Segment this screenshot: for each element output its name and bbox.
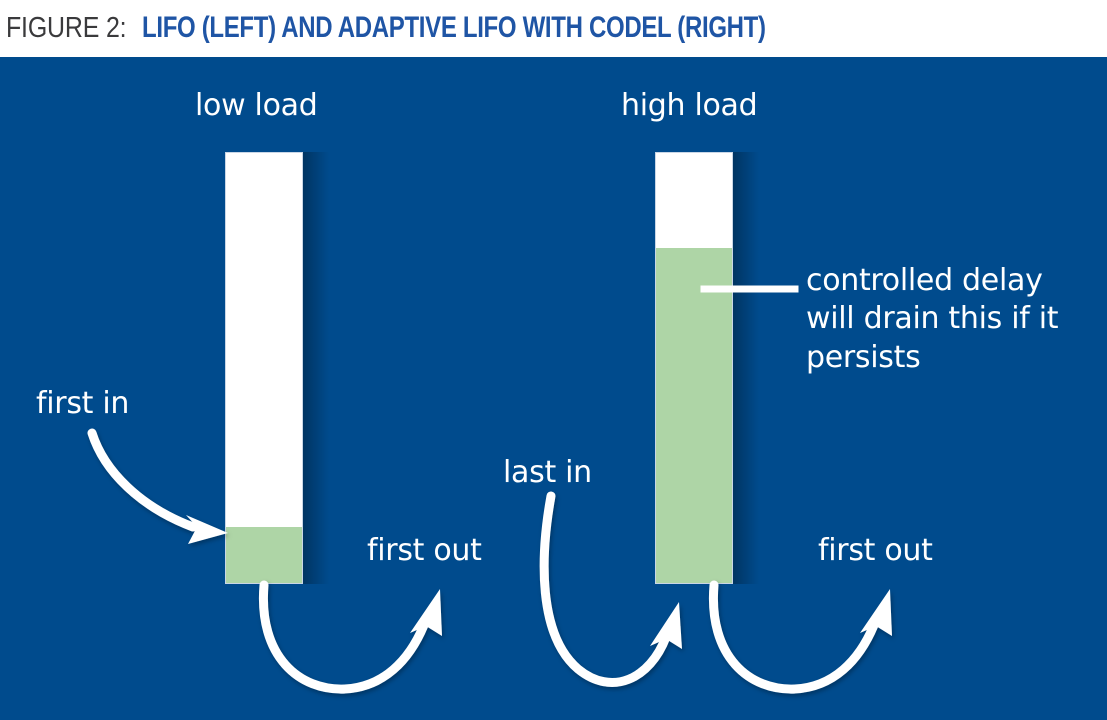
- first-in-label: first in: [36, 386, 130, 421]
- queue-fill-low-load: [226, 527, 302, 583]
- first-out-label-high-load: first out: [818, 533, 933, 568]
- low-load-heading: low load: [195, 88, 318, 123]
- first-in-arrow: [87, 428, 228, 544]
- annotation-arrows: [87, 285, 892, 694]
- last-in-label: last in: [503, 455, 592, 490]
- first-out-arrow-left: [258, 580, 442, 694]
- controlled-delay-callout: controlled delay will drain this if it p…: [806, 263, 1059, 375]
- first-out-label-low-load: first out: [367, 533, 482, 568]
- queue-bar-high-load: [655, 152, 733, 584]
- queue-fill-high-load: [656, 247, 732, 583]
- last-in-arrow: [539, 491, 682, 687]
- high-load-heading: high load: [621, 88, 758, 123]
- first-out-arrow-right: [708, 580, 892, 694]
- figure-caption-prefix: FIGURE 2:: [6, 11, 127, 44]
- figure-panel: low load high load: [0, 57, 1107, 720]
- figure-caption: FIGURE 2: LIFO (LEFT) AND ADAPTIVE LIFO …: [6, 4, 1101, 52]
- queue-bar-low-load: [225, 152, 303, 584]
- figure-caption-title: LIFO (LEFT) AND ADAPTIVE LIFO WITH CODEL…: [142, 11, 766, 44]
